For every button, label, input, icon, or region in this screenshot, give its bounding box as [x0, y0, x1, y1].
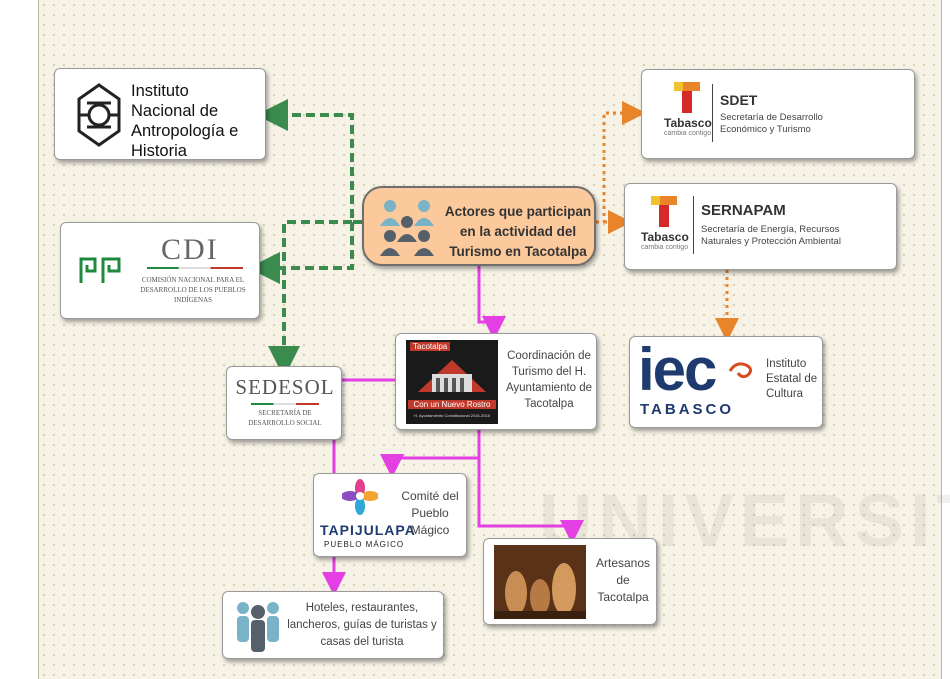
- node-iec[interactable]: iec TABASCO Instituto Estatal de Cultura: [629, 336, 823, 428]
- coordinacion-logo-slogan: Con un Nuevo Rostro: [408, 400, 496, 409]
- cdi-divider: [147, 267, 243, 269]
- hoteles-name: Hoteles, restaurantes, lancheros, guías …: [287, 602, 437, 648]
- coordinacion-logo: Tacotalpa Con un Nuevo Rostro H. Ayuntam…: [406, 340, 498, 424]
- edge-center-cdi: [248, 222, 354, 284]
- edge-center-sedesol: [268, 220, 352, 378]
- node-hoteles[interactable]: Hoteles, restaurantes, lancheros, guías …: [222, 591, 444, 659]
- iec-logo-sub: TABASCO: [640, 401, 735, 418]
- sernapam-name: Secretaría de Energía, Recursos Naturale…: [701, 224, 841, 247]
- node-coordinacion[interactable]: Tacotalpa Con un Nuevo Rostro H. Ayuntam…: [395, 333, 597, 430]
- people-group-icon: [380, 200, 434, 256]
- node-sernapam[interactable]: Tabasco cambia contigo SERNAPAM Secretar…: [624, 183, 897, 270]
- node-comite[interactable]: TAPIJULAPA PUEBLO MÁGICO Comité del Pueb…: [313, 473, 467, 557]
- cdi-fret-icon: [79, 257, 121, 283]
- ayuntamiento-building-icon: [418, 360, 486, 392]
- coordinacion-name: Coordinación de Turismo del H. Ayuntamie…: [505, 350, 593, 410]
- iec-logo-text: iec: [638, 336, 717, 403]
- edge-coordinacion-comite: [380, 430, 481, 478]
- coordinacion-logo-footer: H. Ayuntamiento Constitucional 2016-2018: [414, 413, 490, 418]
- center-title: Actores que participan en la actividad d…: [444, 204, 592, 259]
- edge-coordinacion-artesanos: [477, 458, 584, 544]
- comite-logo-line1: TAPIJULAPA: [320, 522, 416, 538]
- sedesol-divider: [251, 403, 319, 405]
- cdi-title: CDI: [161, 233, 219, 266]
- node-cdi[interactable]: CDI COMISIÓN NACIONAL PARA EL DESARROLLO…: [60, 222, 260, 319]
- edge-center-coordinacion: [477, 266, 506, 340]
- cdi-subtitle: COMISIÓN NACIONAL PARA EL DESARROLLO DE …: [140, 276, 246, 304]
- sedesol-subtitle: SECRETARÍA DE DESARROLLO SOCIAL: [248, 409, 322, 427]
- sdet-name: Secretaría de Desarrollo Económico y Tur…: [720, 112, 823, 135]
- node-artesanos[interactable]: Artesanos de Tacotalpa: [483, 538, 657, 625]
- inah-logo-icon: [77, 83, 121, 147]
- people-group-icon: [237, 602, 279, 652]
- sedesol-title: SEDESOL: [235, 375, 335, 399]
- coordinacion-logo-top: Tacotalpa: [410, 342, 451, 351]
- sdet-tagline: cambia contigo: [664, 130, 712, 137]
- tabasco-logo-icon: [674, 82, 700, 113]
- edge-center-inah: [256, 99, 362, 224]
- node-center[interactable]: Actores que participan en la actividad d…: [362, 186, 596, 266]
- artesanias-photo-icon: [494, 545, 586, 619]
- node-sedesol[interactable]: SEDESOL SECRETARÍA DE DESARROLLO SOCIAL: [226, 366, 342, 440]
- iec-swirl-icon: [728, 362, 753, 379]
- comite-name: Comité del Pueblo Mágico: [401, 489, 459, 537]
- iec-name: Instituto Estatal de Cultura: [766, 358, 818, 400]
- inah-name: Instituto Nacional de Antropología e His…: [131, 82, 239, 160]
- sernapam-divider: [693, 196, 694, 254]
- comite-logo-line2: PUEBLO MÁGICO: [324, 540, 405, 549]
- sdet-divider: [712, 84, 713, 142]
- node-inah[interactable]: Instituto Nacional de Antropología e His…: [54, 68, 266, 160]
- sernapam-brand: Tabasco: [641, 230, 689, 244]
- sdet-brand: Tabasco: [664, 116, 712, 130]
- sdet-acronym: SDET: [720, 92, 758, 108]
- pueblo-magico-flower-icon: [342, 479, 378, 515]
- sernapam-tagline: cambia contigo: [641, 244, 689, 251]
- artesanos-name: Artesanos de Tacotalpa: [595, 556, 651, 604]
- sernapam-acronym: SERNAPAM: [701, 202, 786, 219]
- node-sdet[interactable]: Tabasco cambia contigo SDET Secretaría d…: [641, 69, 915, 159]
- tabasco-logo-icon: [651, 196, 677, 227]
